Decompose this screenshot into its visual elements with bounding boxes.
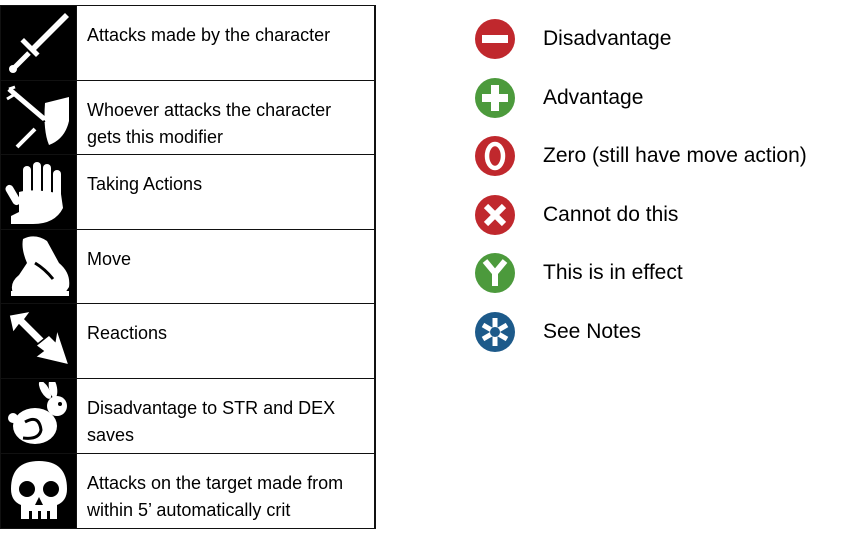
legend-item: Advantage <box>474 69 841 128</box>
table-row: Whoever attacks the character gets this … <box>1 80 374 156</box>
row-description: Taking Actions <box>76 155 374 229</box>
row-description: Move <box>76 229 374 304</box>
row-description: Reactions <box>76 304 374 378</box>
legend-label: This is in effect <box>543 261 683 285</box>
legend-item: See Notes <box>474 303 841 362</box>
y-circle-icon <box>474 252 516 294</box>
plus-circle-icon <box>474 77 516 119</box>
legend-label: Disadvantage <box>543 27 672 51</box>
legend-label: Zero (still have move action) <box>543 144 807 168</box>
row-description: Attacks on the target made from within 5… <box>76 453 374 529</box>
legend-label: Cannot do this <box>543 202 679 226</box>
zero-circle-icon <box>474 135 516 177</box>
legend-label: See Notes <box>543 319 642 343</box>
row-description: Attacks made by the character <box>76 6 374 80</box>
table-row: Disadvantage to STR and DEX saves <box>1 378 374 454</box>
row-description: Whoever attacks the character gets this … <box>76 80 374 155</box>
bouncing-arrows-icon <box>1 304 76 378</box>
arrow-into-shield-icon <box>1 80 76 155</box>
legend-item: Zero (still have move action) <box>474 127 841 186</box>
x-circle-icon <box>474 194 516 236</box>
legend-label: Advantage <box>543 85 644 109</box>
asterisk-circle-icon <box>474 311 516 353</box>
symbol-legend: Disadvantage Advantage Zero (still have … <box>474 10 841 361</box>
table-row: Move <box>1 229 374 305</box>
table-row: Taking Actions <box>1 155 374 230</box>
minus-circle-icon <box>474 18 516 60</box>
row-description: Disadvantage to STR and DEX saves <box>76 378 374 453</box>
open-hand-icon <box>1 155 76 229</box>
table-row: Attacks made by the character <box>1 6 374 81</box>
table-row: Reactions <box>1 304 374 379</box>
legend-item: Disadvantage <box>474 10 841 69</box>
table-row: Attacks on the target made from within 5… <box>1 453 374 529</box>
sword-icon <box>1 6 76 80</box>
condition-icon-table: Attacks made by the character Whoever at… <box>0 5 376 530</box>
legend-item: This is in effect <box>474 244 841 303</box>
legend-item: Cannot do this <box>474 186 841 245</box>
boot-icon <box>1 229 76 304</box>
rabbit-icon <box>1 378 76 453</box>
skull-icon <box>1 453 76 529</box>
